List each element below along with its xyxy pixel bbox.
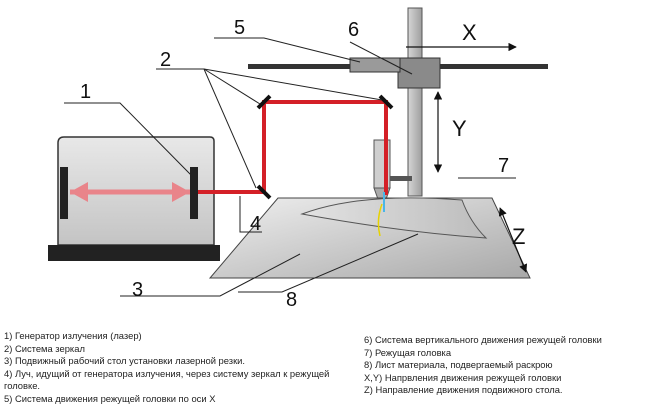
legend-item: 1) Генератор излучения (лазер) — [4, 330, 142, 341]
axis-label-x: X — [462, 20, 477, 45]
material-sheet — [300, 197, 488, 239]
laser-beam — [198, 100, 388, 195]
legend-item: X,Y) Напрвления движения режущей головки — [364, 371, 562, 383]
label-4: 4 — [250, 213, 261, 235]
mirrors — [256, 94, 394, 200]
legend-item: 4) Луч, идущий от генератора излучения, … — [4, 367, 330, 392]
label-2: 2 — [160, 49, 171, 71]
z-axis-arrow — [498, 207, 528, 273]
legend-item: 2) Система зеркал — [4, 342, 85, 354]
diagram-canvas: 1 2 3 4 5 6 7 8 X Y Z — [48, 7, 548, 311]
legend-right-column: 6) Система вертикального движения режуще… — [364, 334, 660, 397]
legend-item: 7) Режущая головка — [364, 346, 452, 358]
label-6: 6 — [348, 19, 359, 41]
legend: 1) Генератор излучения (лазер) 2) Систем… — [0, 330, 660, 420]
label-1: 1 — [80, 81, 91, 103]
vertical-column — [407, 7, 423, 197]
label-8: 8 — [286, 289, 297, 311]
legend-item: Z) Направление движения подвижного стола… — [364, 384, 563, 396]
legend-item: 5) Система движения режущей головки по о… — [4, 392, 216, 404]
label-7: 7 — [498, 155, 509, 177]
label-3: 3 — [132, 279, 143, 301]
legend-item: 6) Система вертикального движения режуще… — [364, 334, 602, 345]
cutting-head — [373, 139, 412, 203]
leader-lines — [64, 37, 516, 297]
laser-generator — [48, 136, 220, 261]
carriage-block — [397, 57, 441, 89]
legend-item: 3) Подвижный рабочий стол установки лазе… — [4, 355, 246, 367]
axis-label-z: Z — [512, 224, 525, 249]
legend-left-column: 1) Генератор излучения (лазер) 2) Систем… — [4, 330, 334, 406]
legend-item: 8) Лист материала, подвергаемый раскрою — [364, 359, 553, 371]
label-5: 5 — [234, 17, 245, 39]
axis-label-y: Y — [452, 116, 467, 141]
